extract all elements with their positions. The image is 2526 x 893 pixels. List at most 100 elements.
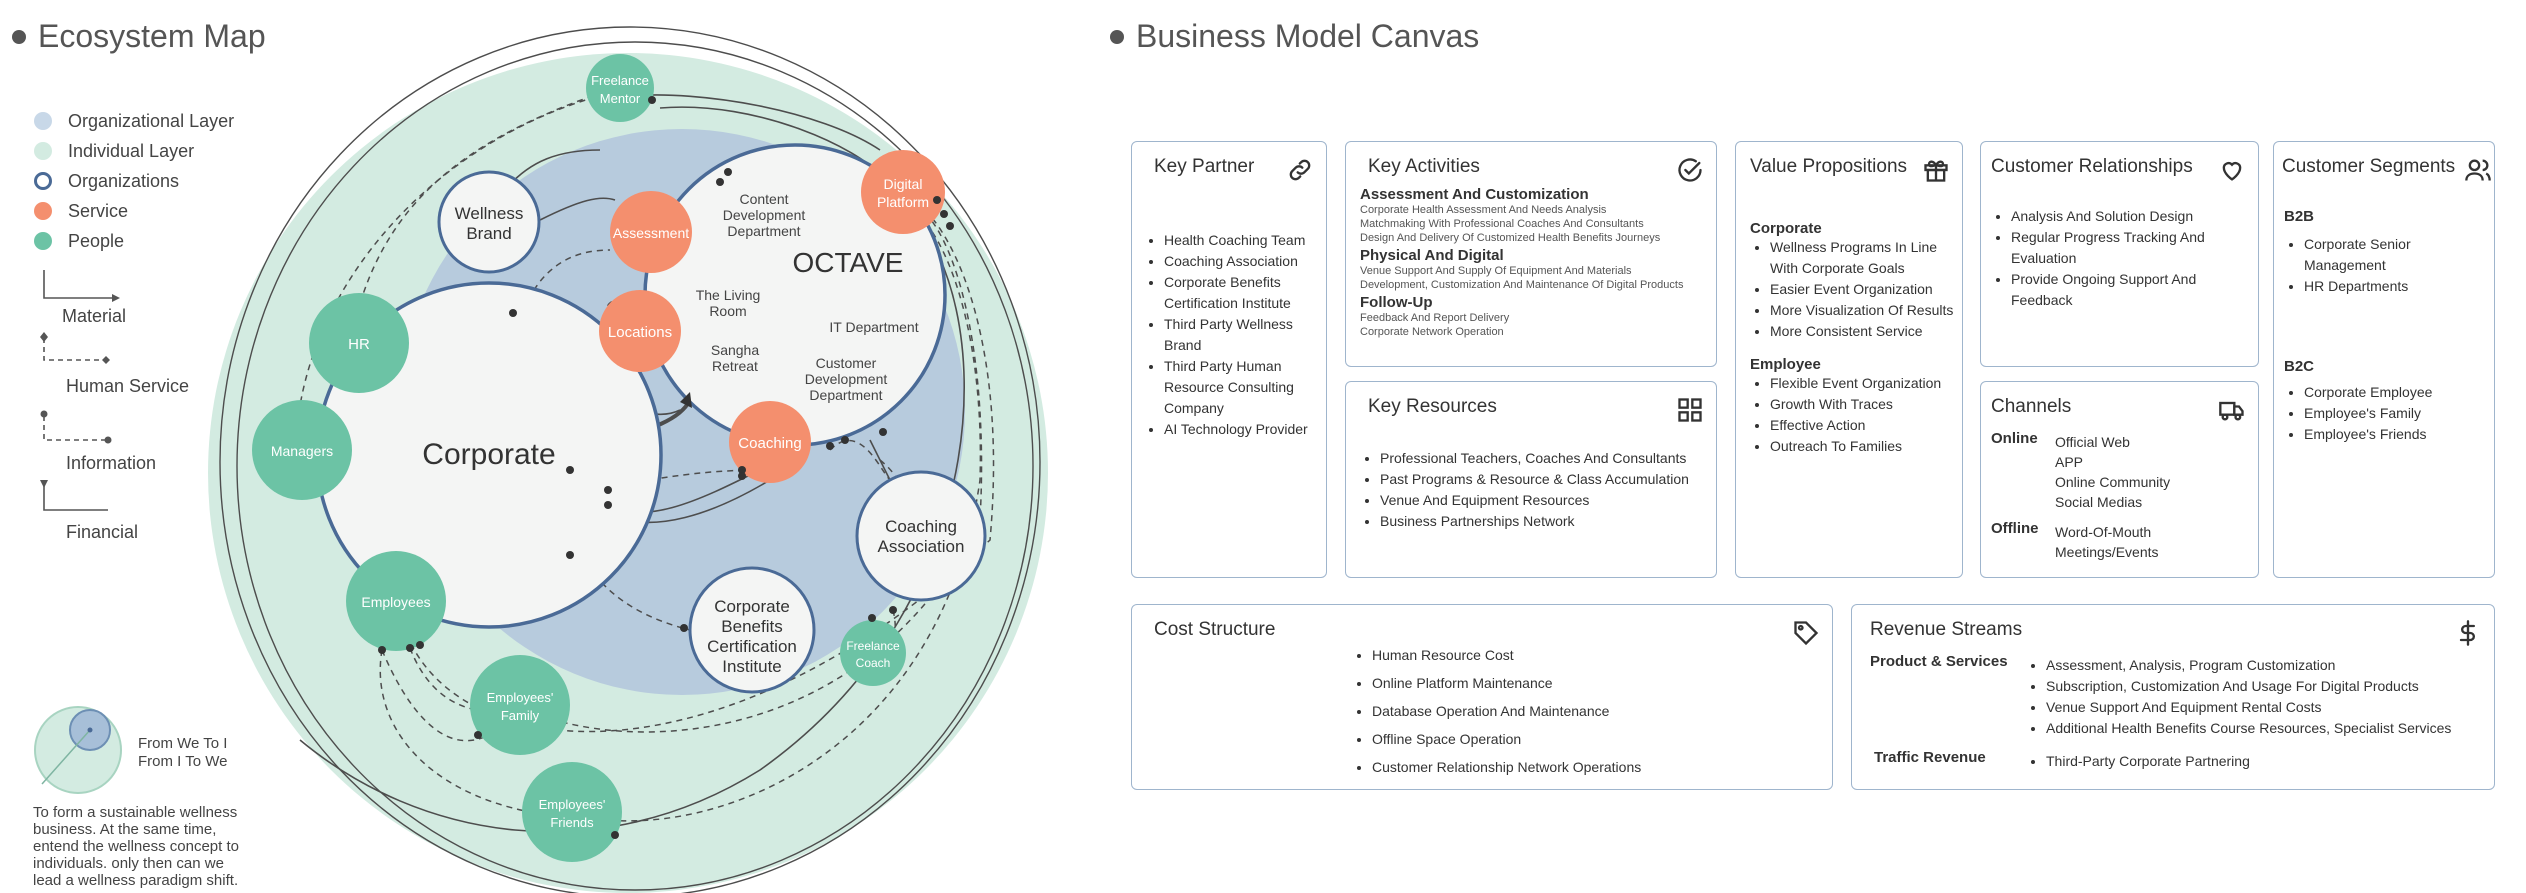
key-partner-box: Key Partner Health Coaching Team Coachin… [1131,141,1327,578]
dot-icon [104,436,112,444]
living-room-label-2: Room [709,303,746,319]
list-item: Employee's Family [2304,403,2504,424]
list-item: Flexible Event Organization [1770,373,1956,394]
activity-line: Corporate Health Assessment And Needs An… [1360,204,1607,216]
information-line-icon [43,416,108,441]
managers-label: Managers [271,443,333,459]
freelance-coach-label-2: Coach [856,656,891,670]
traffic-revenue-label: Traffic Revenue [1874,749,1986,766]
list-item: Easier Event Organization [1770,279,1956,300]
employees-family-node [470,655,570,755]
hr-label: HR [348,336,370,353]
connection-dots [378,96,954,839]
activity-line: Corporate Network Operation [1360,326,1504,338]
it-dept-label: IT Department [829,319,918,335]
list-item: Effective Action [1770,415,1956,436]
corporate-label: Corporate [422,438,555,471]
living-room-label-1: The Living [696,287,761,303]
list-item: Growth With Traces [1770,394,1956,415]
revenue-streams-title: Revenue Streams [1870,619,2023,640]
customer-dept-label-2: Development [805,371,888,387]
list-item: Meetings/Events [2055,544,2159,560]
list-item: Coaching Association [1164,251,1334,272]
list-item: Past Programs & Resource & Class Accumul… [1380,469,1720,490]
diamond-icon [102,356,110,364]
gift-icon [1924,160,1948,182]
users-icon [2465,159,2491,181]
list-item: APP [2055,454,2084,470]
list-item: Assessment, Analysis, Program Customizat… [2046,655,2506,676]
organizational-layer-swatch [34,112,52,130]
list-item: Database Operation And Maintenance [1372,697,1772,725]
legend-label: Organizations [68,170,180,191]
employee-head: Employee [1750,356,1821,373]
employees-friends-node [522,762,622,862]
bullet-dot [1110,29,1124,44]
activity-line: Design And Delivery Of Customized Health… [1360,232,1661,244]
list-item: Third-Party Corporate Partnering [2046,751,2506,772]
corporate-value-list: Wellness Programs In Line With Corporate… [1750,237,1956,342]
activity-line: Development, Customization And Maintenan… [1360,279,1684,291]
b2b-head: B2B [2284,208,2315,225]
list-item: Corporate Senior Management [2304,234,2494,276]
key-partner-list: Health Coaching Team Coaching Associatio… [1144,230,1334,440]
check-circle-icon [1678,158,1702,182]
key-resources-list: Professional Teachers, Coaches And Consu… [1360,448,1720,532]
customer-relationships-list: Analysis And Solution Design Regular Pro… [1991,206,2261,311]
legend-label: Organizational Layer [68,110,235,131]
digital-platform-label-1: Digital [884,176,923,192]
list-item: Word-Of-Mouth [2055,524,2152,540]
hr-node [309,293,409,393]
individual-layer-swatch [34,142,52,160]
digital-platform-node [861,150,945,234]
coaching-association-label-1: Coaching [885,517,957,536]
employees-label: Employees [361,594,430,610]
customer-dept-label-3: Department [809,387,882,403]
people-swatch [34,232,52,250]
managers-node [252,400,352,500]
content-dept-label-2: Development [723,207,806,223]
customer-relationships-title: Customer Relationships [1991,156,2193,177]
list-item: Wellness Programs In Line With Corporate… [1770,237,1956,279]
key-activities-title: Key Activities [1368,156,1480,177]
corporate-benefits-label-1: Corporate [714,597,790,616]
freelance-coach-node [840,620,906,686]
cost-structure-box: Cost Structure Human Resource Cost Onlin… [1131,604,1833,790]
employee-value-list: Flexible Event Organization Growth With … [1750,373,1956,457]
legend-label: People [68,230,125,251]
link-icon [1289,159,1311,181]
activity-line: Venue Support And Supply Of Equipment An… [1360,265,1632,277]
coaching-association-label-2: Association [878,537,965,556]
connector-material-label: Material [62,306,127,326]
wellness-brand-label-2: Brand [466,224,511,243]
list-item: Social Medias [2055,494,2143,510]
key-resources-title: Key Resources [1368,396,1497,417]
activity-line: Feedback And Report Delivery [1360,312,1510,324]
list-item: Offline Space Operation [1372,725,1772,753]
ecosystem-note: To form a sustainable wellness business.… [33,804,239,889]
tag-icon [1794,621,1819,646]
we-to-i-icon [34,706,122,794]
list-item: Regular Progress Tracking And Evaluation [2011,227,2261,269]
octave-departments: Content Development Department The Livin… [696,191,919,403]
assessment-label: Assessment [613,225,689,241]
truck-icon [2219,401,2244,421]
connector-human-service-label: Human Service [66,376,190,396]
employees-family-label-2: Family [501,708,540,723]
bullet-dot [12,29,26,44]
employees-friends-label-1: Employees' [539,797,606,812]
connector-legend-lines [40,270,120,511]
list-item: Third Party Human Resource Consulting Co… [1164,356,1334,419]
cost-structure-list: Human Resource Cost Online Platform Main… [1352,641,1772,781]
corporate-benefits-node [688,566,816,694]
activity-group-head: Assessment And Customization [1360,186,1589,203]
list-item: Professional Teachers, Coaches And Consu… [1380,448,1720,469]
triangle-icon [40,480,48,488]
list-item: Outreach To Families [1770,436,1956,457]
coaching-node [729,401,811,483]
legend: Organizational Layer Individual Layer Or… [34,106,234,256]
octave-label: OCTAVE [793,247,904,278]
list-item: HR Departments [2304,276,2494,297]
offline-list: Word-Of-Mouth Meetings/Events [2055,522,2159,562]
employees-node [346,551,446,651]
